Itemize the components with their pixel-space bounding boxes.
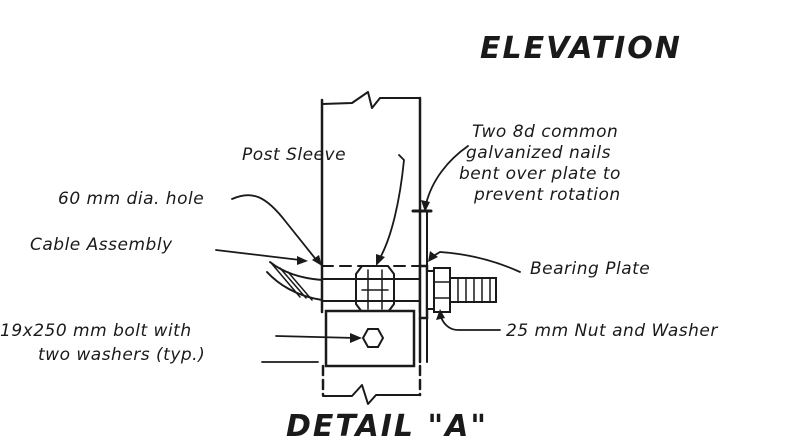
elevation-title: ELEVATION: [480, 31, 682, 66]
detail-caption: DETAIL "A": [286, 409, 488, 444]
nails-label-line-2: galvanized nails: [466, 143, 611, 163]
bearing-plate: [418, 264, 429, 320]
nut-washer-label: 25 mm Nut and Washer: [506, 321, 718, 341]
nails-label-line-3: bent over plate to: [459, 164, 621, 184]
cable-assembly: [266, 261, 421, 313]
bearing-plate-label: Bearing Plate: [530, 259, 650, 279]
leader-lines: [215, 145, 521, 363]
bolt-head-icon: [361, 328, 385, 348]
cable-assembly-label: Cable Assembly: [30, 235, 173, 255]
hole-label: 60 mm dia. hole: [58, 189, 204, 209]
nails: [411, 209, 433, 269]
post-sleeve-label: Post Sleeve: [242, 145, 346, 165]
nails-label-line-4: prevent rotation: [473, 185, 621, 205]
lower-block: [321, 309, 428, 405]
bolt-label-line-2: two washers (typ.): [38, 345, 205, 365]
nut-and-washer: [426, 267, 497, 313]
nails-label-line-1: Two 8d common: [472, 122, 618, 142]
bolt-label-line-1: 19x250 mm bolt with: [0, 321, 192, 341]
